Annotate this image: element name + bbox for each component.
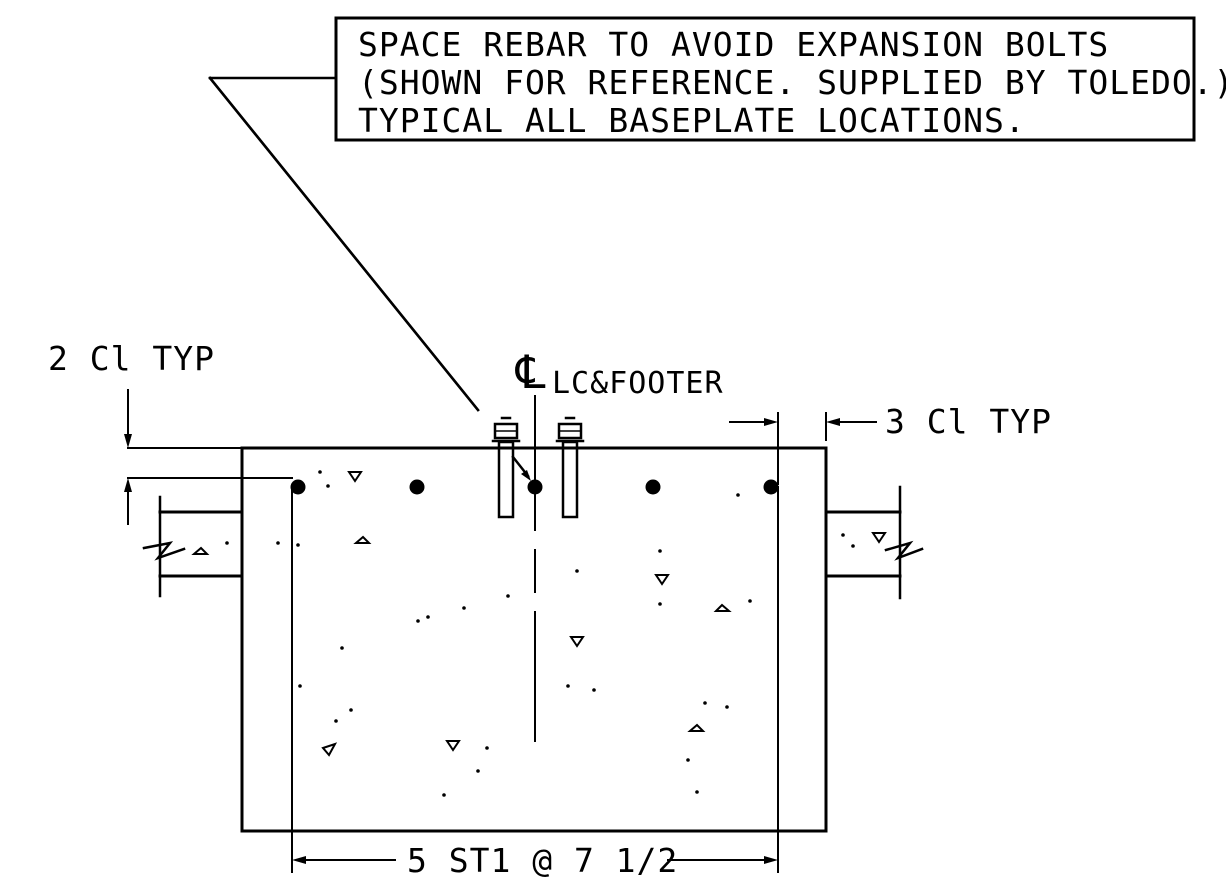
centerline-label: LC&FOOTER xyxy=(552,366,724,401)
centerline-symbol: ℄ xyxy=(515,345,547,399)
note-callout: SPACE REBAR TO AVOID EXPANSION BOLTS (SH… xyxy=(334,16,1226,142)
expansion-bolt-right xyxy=(555,416,585,519)
top-cover-label: 2 Cl TYP xyxy=(48,339,215,378)
note-line-2: (SHOWN FOR REFERENCE. SUPPLIED BY TOLEDO… xyxy=(358,63,1226,102)
concrete-dots xyxy=(225,470,855,797)
note-line-3: TYPICAL ALL BASEPLATE LOCATIONS. xyxy=(358,101,1026,140)
bolt-pointer-arrow xyxy=(511,455,531,481)
leader-lines xyxy=(208,76,480,412)
rebar-dot xyxy=(409,479,425,495)
top-rebar xyxy=(290,479,779,495)
bar-spacing-dimension xyxy=(291,486,779,873)
left-grade-beam xyxy=(142,495,244,598)
rebar-dot xyxy=(290,479,306,495)
side-cover-dimension xyxy=(729,412,877,485)
side-cover-label: 3 Cl TYP xyxy=(885,402,1052,441)
expansion-bolt-left xyxy=(491,416,521,519)
note-line-1: SPACE REBAR TO AVOID EXPANSION BOLTS xyxy=(358,25,1109,64)
rebar-dot xyxy=(645,479,661,495)
bar-spacing-label: 5 ST1 @ 7 1/2 xyxy=(407,841,678,878)
top-cover-dimension xyxy=(124,389,293,525)
right-grade-beam xyxy=(824,485,924,600)
rebar-dot xyxy=(763,479,779,495)
concrete-hatch xyxy=(191,471,887,757)
